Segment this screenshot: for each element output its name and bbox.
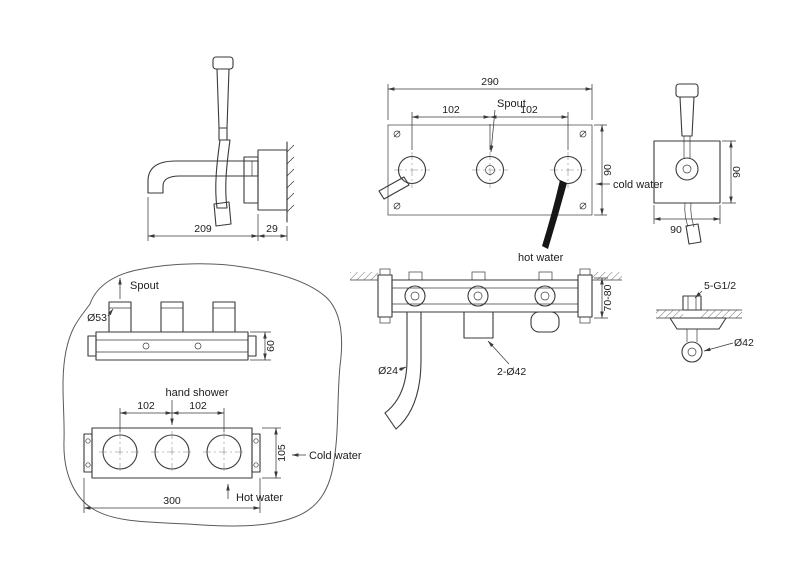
cold-water-label-box: Cold water	[309, 450, 362, 462]
dim-290: 290	[387, 76, 593, 120]
spout-label-box: Spout	[130, 280, 159, 292]
holder-ring	[675, 157, 699, 181]
dim-102-pair: 102 102	[411, 104, 569, 150]
valve-body-bar	[391, 279, 579, 313]
dim-60: 60	[250, 331, 277, 361]
wall-band-right	[701, 310, 742, 318]
body-bar	[95, 331, 249, 361]
hose-outlet-boss	[530, 311, 560, 333]
right-port-cylinder	[212, 301, 236, 333]
spout-leader-arrow	[489, 109, 496, 153]
view-shower-holder-side: 90 90	[653, 83, 743, 245]
holder-plate-side	[653, 140, 721, 204]
trim-plate-side	[257, 149, 288, 211]
view-valve-detail: 5-G1/2 Ø42	[656, 280, 754, 363]
bracket-left	[377, 274, 393, 318]
view-bath-mixer-side: 209 29	[147, 56, 295, 241]
hot-water-hose	[542, 180, 567, 249]
wall-hatch	[286, 144, 295, 213]
mixer-body-side	[243, 156, 259, 204]
dim-body-60: 60	[265, 340, 277, 352]
handshower-head	[675, 83, 699, 98]
centerlines-box	[99, 431, 245, 473]
dim-300: 300	[83, 478, 261, 513]
dim-90-bottom: 90	[653, 205, 721, 236]
bracket-right	[577, 274, 593, 318]
dim-width-290: 290	[481, 76, 499, 88]
hose-end	[685, 223, 702, 245]
dim-trim-depth: 29	[266, 223, 278, 235]
port-right	[534, 285, 556, 307]
mixer-block	[463, 311, 494, 339]
hose-end-fitting	[213, 201, 232, 227]
spout-front-center	[485, 165, 495, 175]
dim-105: 105	[262, 427, 288, 479]
hand-shower-label: hand shower	[166, 387, 229, 399]
spout-label: Spout	[497, 98, 526, 110]
dim-102-right: 102	[520, 104, 538, 116]
dim-90-height: 90	[594, 124, 614, 216]
view-roughin-top: Ø24 2-Ø42 70-80	[350, 268, 622, 430]
dim-box-102-left: 102	[137, 400, 155, 412]
dim-209-29: 209 29	[147, 197, 288, 241]
center-port-cylinder	[160, 301, 184, 333]
left-handle-front	[397, 155, 427, 185]
trim-knob	[681, 341, 703, 363]
roughin-front-inside	[83, 427, 261, 479]
handshower-grip-side	[216, 68, 230, 129]
dia-24-leader	[398, 366, 407, 372]
dim-depth-70-80: 70-80	[602, 284, 614, 311]
dia-24-label: Ø24	[378, 365, 398, 377]
handshower-grip	[679, 96, 695, 137]
corner-fixing-marks	[393, 130, 587, 210]
hose-drop	[684, 202, 689, 228]
right-handle-front	[553, 155, 583, 185]
freeform-outline	[62, 263, 343, 527]
dim-102-box: 102 102	[119, 400, 225, 432]
dim-102-left: 102	[442, 104, 460, 116]
view-roughin-box: Spout Ø53 60 hand shower 102 102	[62, 263, 362, 527]
cold-water-label: cold water	[613, 179, 663, 191]
handshower-head-side	[212, 56, 234, 70]
dia-42-label: Ø42	[734, 337, 754, 349]
dia-53-label: Ø53	[87, 312, 107, 324]
spout-profile	[147, 160, 259, 194]
wall-section-right	[592, 272, 622, 280]
dia-42-leader	[703, 342, 734, 352]
dim-spout-reach: 209	[194, 223, 212, 235]
dim-height-90: 90	[602, 164, 614, 176]
dia-2x42-label: 2-Ø42	[497, 366, 526, 378]
spout-tube	[384, 311, 422, 430]
thread-label: 5-G1/2	[704, 280, 736, 292]
dim-box-102-right: 102	[189, 400, 207, 412]
roughin-top-inside	[87, 301, 257, 361]
wall-section-left	[350, 272, 378, 280]
dim-box-105: 105	[276, 444, 288, 462]
dia-53-leader	[107, 308, 114, 317]
shower-hose-side	[215, 139, 231, 209]
hot-water-label: hot water	[518, 252, 564, 264]
escutcheon-flange	[669, 317, 727, 330]
spout-port-cylinder	[108, 301, 132, 333]
view-trim-front: 290 Spout 102 102 90 cold water hot wate…	[378, 76, 663, 264]
port-center	[467, 285, 489, 307]
left-handle-lever	[378, 176, 410, 200]
dim-box-300: 300	[163, 495, 181, 507]
dim-70-80: 70-80	[594, 277, 614, 319]
supply-stub	[682, 295, 702, 311]
spout-front	[475, 155, 505, 185]
dim-90-right: 90	[722, 140, 743, 204]
dim-shower-height: 90	[731, 166, 743, 178]
wall-band-left	[656, 310, 683, 318]
centerlines-front	[394, 152, 586, 188]
handshower-inlet	[218, 127, 228, 141]
dim-shower-width: 90	[670, 224, 682, 236]
port-left	[404, 285, 426, 307]
dia-2x42-leader	[487, 340, 510, 365]
